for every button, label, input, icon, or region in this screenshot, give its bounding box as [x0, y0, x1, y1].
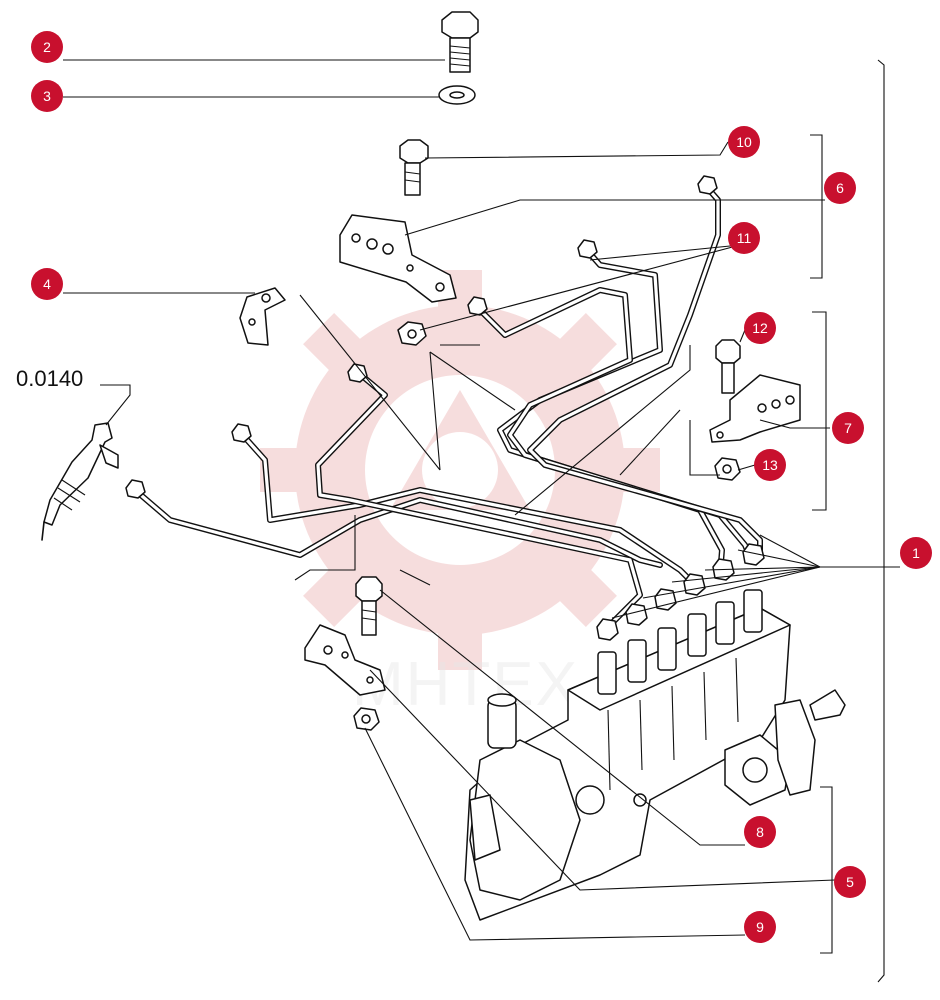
callout-13[interactable]: 13	[754, 449, 786, 481]
group-bracket-7	[812, 311, 827, 511]
part-code-label: 0.0140	[16, 366, 83, 391]
svg-text:2: 2	[43, 39, 51, 55]
bolt-part-10	[399, 139, 429, 196]
injection-pipes	[132, 182, 763, 628]
svg-text:3: 3	[43, 88, 51, 104]
bolt-part-8	[355, 576, 383, 636]
callout-2[interactable]: 2	[31, 31, 63, 63]
callout-7[interactable]: 7	[832, 412, 864, 444]
leader-lines	[63, 59, 900, 941]
assembly-bracket-1	[877, 59, 885, 983]
nut-part-loose	[397, 321, 427, 346]
callout-6[interactable]: 6	[824, 172, 856, 204]
clamp-part-7	[709, 374, 801, 443]
group-bracket-6	[810, 134, 823, 279]
injector-part	[41, 422, 119, 541]
washer-part-3	[438, 85, 476, 105]
callout-5[interactable]: 5	[834, 866, 866, 898]
clamp-part-6	[339, 214, 457, 303]
svg-text:13: 13	[762, 457, 778, 473]
svg-text:4: 4	[43, 276, 51, 292]
bolt-part-2	[441, 11, 479, 73]
callout-4[interactable]: 4	[31, 268, 63, 300]
callout-8[interactable]: 8	[744, 816, 776, 848]
injection-pump-body	[464, 589, 846, 921]
svg-text:5: 5	[846, 874, 854, 890]
svg-text:11: 11	[737, 230, 752, 246]
part-code-leader	[100, 384, 131, 426]
callout-12[interactable]: 12	[744, 312, 776, 344]
watermark-text: МНТЕХ	[352, 650, 579, 719]
clamp-part-5	[304, 624, 386, 696]
bracket-part-4	[239, 287, 286, 346]
svg-text:6: 6	[836, 180, 844, 196]
svg-text:12: 12	[752, 320, 768, 336]
bolt-part-12	[715, 339, 741, 394]
callout-3[interactable]: 3	[31, 80, 63, 112]
pipe-end-nuts	[125, 175, 765, 641]
svg-text:8: 8	[756, 824, 764, 840]
callout-11[interactable]: 11	[728, 222, 760, 254]
svg-text:1: 1	[912, 545, 920, 561]
callout-9[interactable]: 9	[744, 911, 776, 943]
callout-10[interactable]: 10	[728, 126, 760, 158]
nut-part-13	[714, 457, 741, 481]
callout-1[interactable]: 1	[900, 537, 932, 569]
svg-text:7: 7	[844, 420, 852, 436]
svg-text:10: 10	[736, 134, 752, 150]
nut-part-9	[353, 707, 380, 731]
group-bracket-5	[820, 786, 833, 954]
svg-text:9: 9	[756, 919, 764, 935]
